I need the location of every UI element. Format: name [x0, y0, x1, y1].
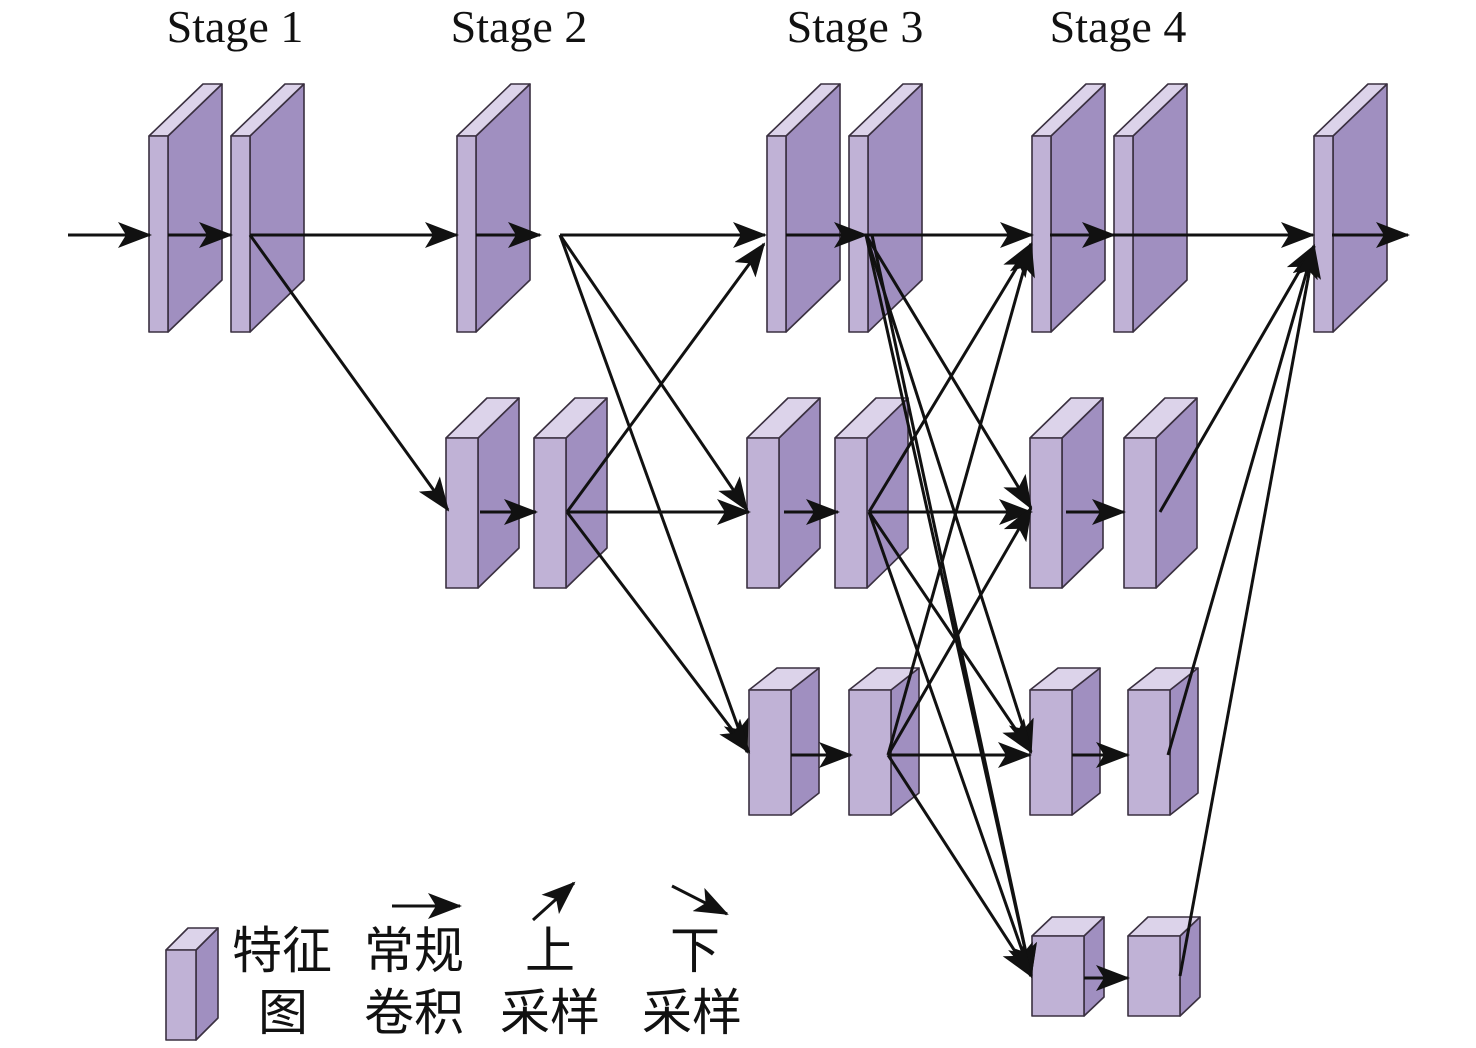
feature-map-row1-s1-b [230, 83, 305, 333]
legend-feature-map-line1: 特征 [232, 922, 332, 980]
legend-regular-conv-line2: 卷积 [364, 984, 464, 1042]
legend-feature-map-line2: 图 [258, 984, 308, 1042]
connection-arrow-21 [558, 234, 749, 754]
connection-arrow-25 [864, 234, 1034, 754]
feature-map-row1-s2-a [456, 83, 531, 333]
connection-arrow-10 [248, 234, 450, 512]
connection-arrow-23 [565, 511, 751, 754]
legend-upsample-line1: 上 [525, 922, 575, 980]
feature-map-row4-s4-b [1127, 916, 1201, 1017]
connection-arrow-34 [1158, 244, 1316, 513]
connection-arrow-22 [565, 242, 766, 513]
legend-downsample-arrow-icon [671, 884, 729, 916]
legend-downsample-line1: 下 [670, 922, 720, 980]
connection-arrow-20 [558, 234, 749, 512]
legend-upsample-arrow-icon [531, 881, 576, 922]
connection-arrow-33 [886, 754, 1033, 978]
feature-map-row3-s3-a [748, 667, 820, 816]
feature-map-row3-s4-a [1029, 667, 1101, 816]
feature-maps [148, 83, 1388, 1017]
stage-2-label: Stage 2 [451, 1, 588, 52]
connection-arrow-30 [867, 511, 1033, 978]
connection-arrow-29 [867, 511, 1033, 754]
connection-arrow-27 [870, 234, 1037, 978]
feature-map-row2-s3-b [834, 397, 909, 589]
legend: 特征 图 常规 卷积 上 采样 下 采样 [165, 881, 742, 1042]
legend-feature-map-block [165, 927, 219, 1041]
feature-map-row2-s4-a [1029, 397, 1104, 589]
connection-arrow-24 [864, 234, 1033, 510]
legend-feature-map-icon [165, 927, 219, 1041]
stage-4-label: Stage 4 [1050, 1, 1187, 52]
feature-map-row2-s2-a [445, 397, 520, 589]
connection-arrow-31 [886, 242, 1035, 756]
legend-upsample-line2: 采样 [500, 984, 600, 1042]
feature-map-row2-s2-b [533, 397, 608, 589]
feature-map-row2-s3-a [746, 397, 821, 589]
stage-3-label: Stage 3 [787, 1, 924, 52]
legend-downsample-line2: 采样 [642, 984, 742, 1042]
connection-arrow-36 [1178, 244, 1322, 977]
feature-map-row4-s4-a [1031, 916, 1105, 1017]
legend-regular-conv-line1: 常规 [364, 922, 464, 980]
feature-map-row1-out [1313, 83, 1388, 333]
connection-arrow-28 [867, 242, 1033, 513]
connection-arrow-35 [1166, 244, 1318, 756]
feature-map-row2-s4-b [1123, 397, 1198, 589]
feature-map-row3-s4-b [1127, 667, 1199, 816]
feature-map-row1-s3-a [766, 83, 841, 333]
stage-1-label: Stage 1 [167, 1, 304, 52]
connections [68, 222, 1410, 991]
feature-map-row3-s3-b [848, 667, 920, 816]
feature-map-row1-s4-b [1113, 83, 1188, 333]
feature-map-row1-s1-a [148, 83, 223, 333]
connection-arrow-32 [886, 506, 1033, 756]
feature-map-row1-s4-a [1031, 83, 1106, 333]
